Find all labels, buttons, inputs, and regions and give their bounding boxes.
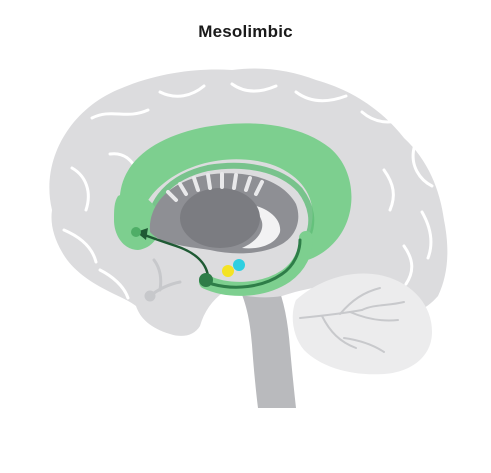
- hypothalamus-branch: [144, 258, 182, 302]
- brainstem: [236, 282, 296, 408]
- yellow-nucleus-icon: [222, 265, 234, 277]
- cerebellum-branches: [299, 287, 405, 353]
- nucleus-accumbens-dot-icon: [131, 227, 141, 237]
- mesolimbic-pathway-arrow: [140, 232, 210, 278]
- cyan-nucleus-icon: [233, 259, 245, 271]
- vta-dot-icon: [199, 273, 213, 287]
- fornix-stripes: [166, 172, 264, 202]
- diagram-title: Mesolimbic: [198, 22, 293, 41]
- thalamus: [180, 188, 260, 248]
- limbic-lower-arc-dark: [210, 238, 302, 289]
- cerebellum: [292, 273, 432, 375]
- ventricle-highlight: [242, 204, 281, 249]
- limbic-inner-rim: [146, 162, 315, 238]
- limbic-cingulate-band: [119, 123, 352, 262]
